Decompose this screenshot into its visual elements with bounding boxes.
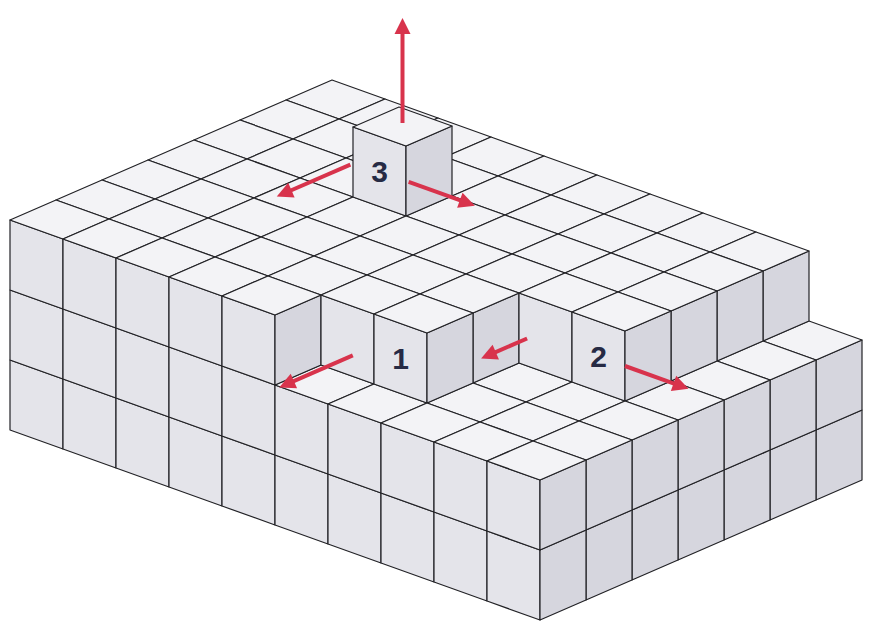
motion-arrow [409,182,462,201]
motion-arrow [292,355,353,381]
cube-group [10,80,862,620]
arrow-head [395,18,411,34]
motion-arrow [290,165,351,191]
motion-arrow [401,32,405,123]
motion-arrow [494,339,527,353]
callout-number: 1 [392,344,409,374]
arrow-head [671,376,689,391]
arrow-group [277,18,689,391]
motion-arrow [625,366,675,384]
cube-face [222,276,321,315]
cube-face [487,441,586,480]
arrow-head [457,193,475,208]
callout-number: 2 [590,342,607,372]
cube-face [572,292,671,331]
arrow-head [279,374,297,389]
arrow-head [277,183,295,198]
arrow-head [481,345,499,360]
cube-face [374,294,473,333]
callout-number: 3 [371,157,388,187]
